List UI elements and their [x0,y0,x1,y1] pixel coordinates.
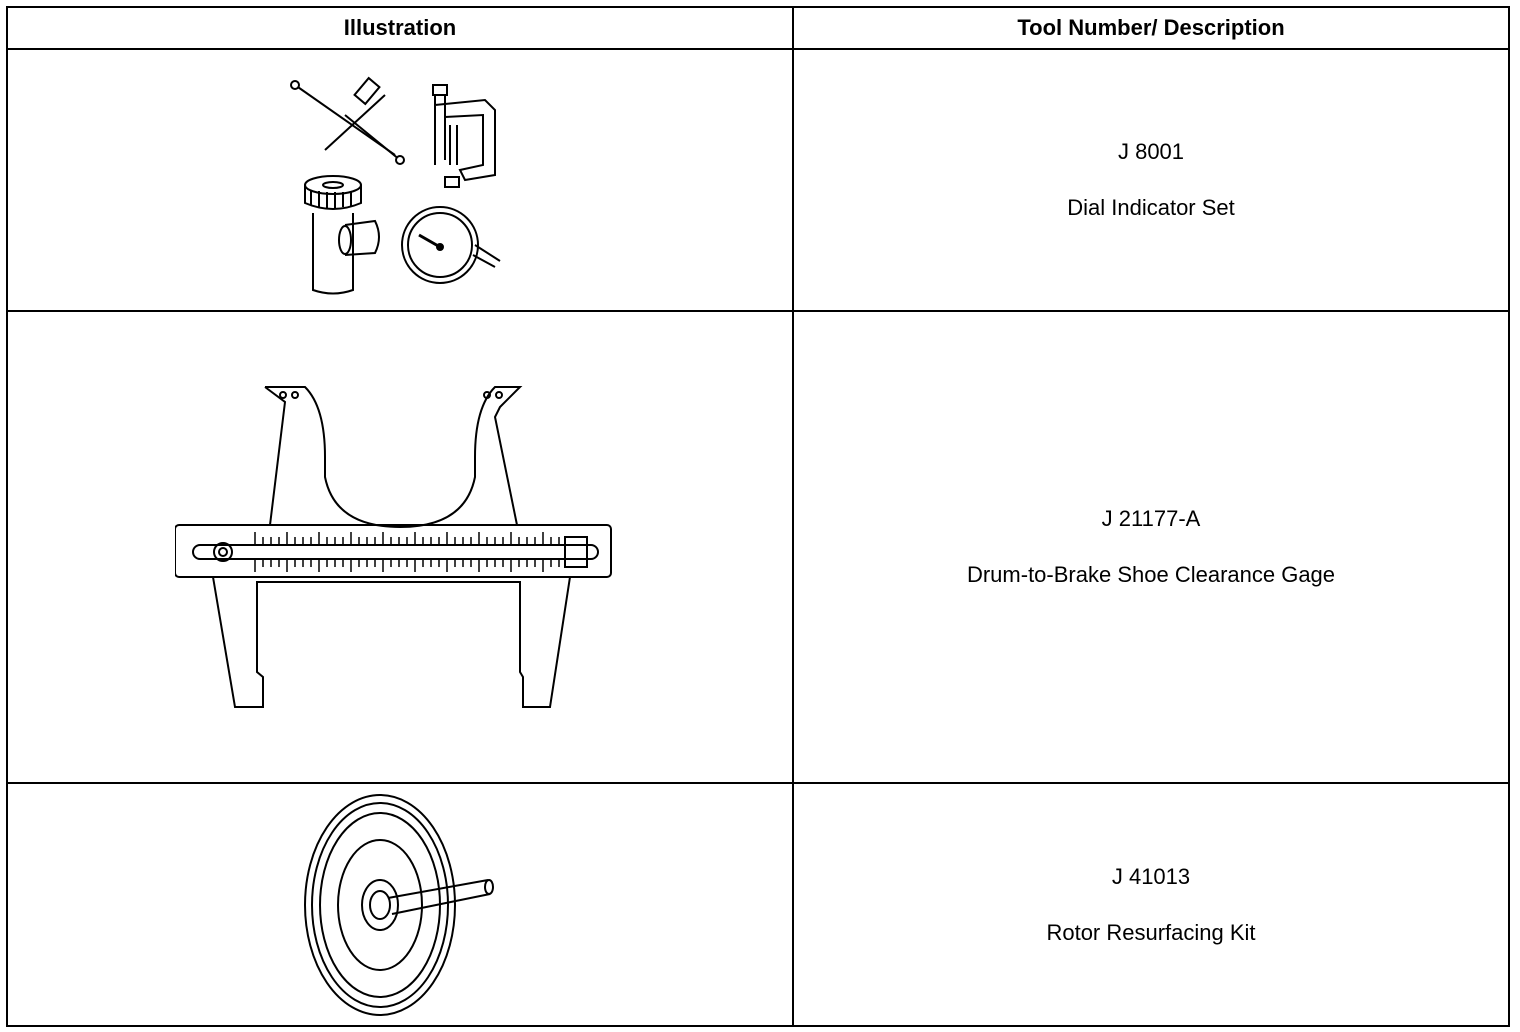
illustration-cell [6,48,794,312]
header-illustration: Illustration [6,6,794,50]
tool-description: Dial Indicator Set [1067,195,1235,220]
clearance-gage-icon [175,386,612,708]
header-tool-description: Tool Number/ Description [792,6,1510,50]
tool-description-cell: J 21177-A Drum-to-Brake Shoe Clearance G… [792,310,1510,784]
tool-description: Drum-to-Brake Shoe Clearance Gage [966,562,1336,587]
table-row: J 21177-A Drum-to-Brake Shoe Clearance G… [6,310,1510,784]
special-tools-table: Illustration Tool Number/ Description [6,6,1510,1027]
tool-description-cell: J 41013 Rotor Resurfacing Kit [792,782,1510,1027]
illustration-cell [6,782,794,1027]
illustration-cell [6,310,794,784]
table-row: J 41013 Rotor Resurfacing Kit [6,782,1510,1027]
header-row: Illustration Tool Number/ Description [6,6,1510,50]
tool-number: J 8001 [1117,139,1185,164]
dial-indicator-set-icon [290,76,501,295]
tool-description-cell: J 8001 Dial Indicator Set [792,48,1510,312]
tool-description: Rotor Resurfacing Kit [1046,919,1256,945]
rotor-resurfacing-kit-icon [304,793,494,1016]
table-row: J 8001 Dial Indicator Set [6,48,1510,312]
tool-number: J 21177-A [1101,506,1201,531]
tool-number: J 41013 [1111,863,1191,889]
